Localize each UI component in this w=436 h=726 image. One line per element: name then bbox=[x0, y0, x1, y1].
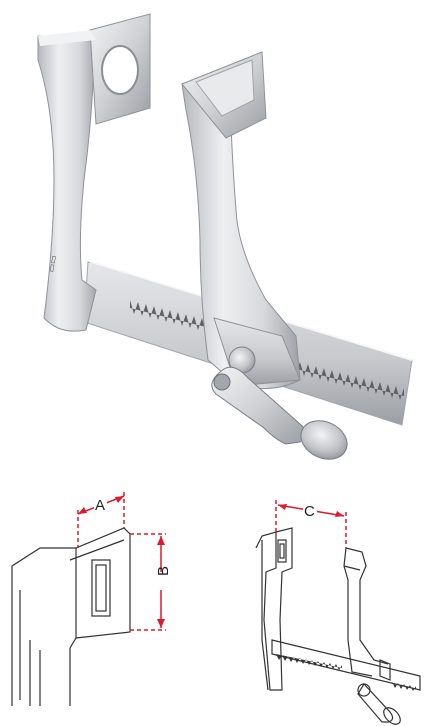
dimension-c: C bbox=[275, 500, 347, 548]
rack-teeth bbox=[130, 300, 404, 400]
crank-handle bbox=[211, 346, 348, 460]
fixed-arm: ▭▭ bbox=[37, 13, 151, 332]
dimension-a-label: A bbox=[95, 497, 105, 514]
dimension-b-label: B bbox=[155, 566, 172, 576]
svg-text:▭▭: ▭▭ bbox=[46, 255, 59, 273]
blade-hole bbox=[101, 45, 139, 95]
blade-detail-drawing bbox=[11, 527, 131, 706]
product-photo: ▭▭ bbox=[37, 13, 413, 460]
dimension-a: A bbox=[77, 492, 125, 548]
retractor-overview-drawing bbox=[255, 527, 421, 725]
dimension-c-label: C bbox=[304, 503, 315, 520]
overview-rack-teeth bbox=[276, 654, 416, 691]
dimension-b: B bbox=[130, 533, 172, 631]
